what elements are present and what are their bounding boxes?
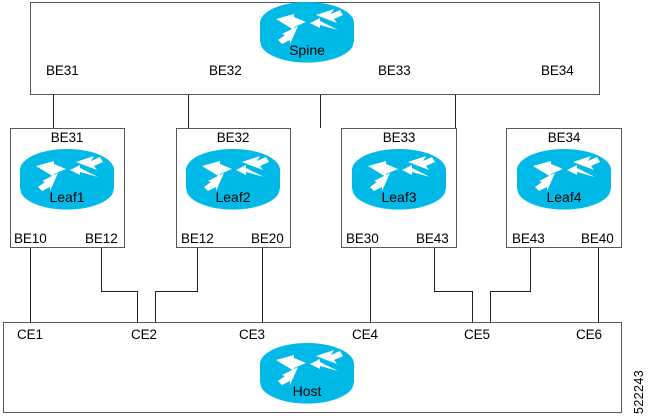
leaf3-label: Leaf3 bbox=[381, 189, 417, 205]
connector-be43-bus-right bbox=[490, 291, 531, 292]
leaf4-container-box bbox=[506, 128, 622, 248]
leaf2-downlink-label-be20: BE20 bbox=[251, 231, 284, 246]
leaf1-router-icon: Leaf1 bbox=[18, 148, 116, 211]
leaf1-downlink-label-be12: BE12 bbox=[85, 231, 118, 246]
leaf2-uplink-label: BE32 bbox=[216, 130, 250, 145]
host-port-label-ce2: CE2 bbox=[131, 327, 157, 342]
host-container-box bbox=[3, 322, 622, 413]
leaf1-uplink-label: BE31 bbox=[50, 130, 84, 145]
leaf4-downlink-label-be43: BE43 bbox=[512, 231, 545, 246]
leaf4-downlink-label-be40: BE40 bbox=[581, 231, 614, 246]
document-id: 522243 bbox=[632, 369, 646, 414]
spine-label: Spine bbox=[289, 42, 325, 58]
spine-router-icon: Spine bbox=[258, 1, 356, 64]
connector-spine-to-leaf4 bbox=[455, 95, 456, 128]
spine-port-label-be33: BE33 bbox=[378, 63, 411, 78]
host-port-label-ce1: CE1 bbox=[17, 327, 43, 342]
leaf4-uplink-label: BE34 bbox=[547, 130, 581, 145]
spine-port-label-be32: BE32 bbox=[209, 63, 242, 78]
connector-ce5-left-riser bbox=[472, 291, 473, 322]
leaf3-container-box bbox=[341, 128, 457, 248]
host-port-label-ce4: CE4 bbox=[352, 327, 378, 342]
leaf1-downlink-label-be10: BE10 bbox=[14, 231, 47, 246]
connector-spine-to-leaf1 bbox=[53, 95, 54, 128]
connector-be43-bus-left bbox=[434, 291, 472, 292]
leaf3-uplink-label: BE33 bbox=[382, 130, 416, 145]
connector-ce2-right-riser bbox=[155, 291, 156, 322]
connector-be12-bus-left bbox=[101, 291, 137, 292]
leaf4-label: Leaf4 bbox=[546, 189, 582, 205]
leaf2-downlink-label-be12: BE12 bbox=[181, 231, 214, 246]
host-label: Host bbox=[292, 383, 322, 399]
connector-ce2-left-riser bbox=[137, 291, 138, 322]
connector-be12-leaf2-drop bbox=[197, 248, 198, 291]
host-port-label-ce5: CE5 bbox=[464, 327, 490, 342]
host-router-icon: Host bbox=[258, 342, 356, 405]
leaf2-label: Leaf2 bbox=[215, 189, 251, 205]
connector-be43-leaf4-drop bbox=[530, 248, 531, 291]
connector-spine-to-leaf3 bbox=[320, 95, 321, 128]
leaf1-container-box bbox=[10, 128, 125, 248]
connector-be20-to-ce3 bbox=[262, 248, 263, 322]
leaf2-container-box bbox=[176, 128, 291, 248]
connector-be30-to-ce4 bbox=[370, 248, 371, 322]
connector-be40-to-ce6 bbox=[598, 248, 599, 322]
connector-be43-leaf3-drop bbox=[434, 248, 435, 291]
leaf3-router-icon: Leaf3 bbox=[350, 148, 448, 211]
leaf2-router-icon: Leaf2 bbox=[184, 148, 282, 211]
spine-port-label-be31: BE31 bbox=[46, 63, 79, 78]
leaf4-router-icon: Leaf4 bbox=[515, 148, 613, 211]
spine-port-label-be34: BE34 bbox=[541, 63, 574, 78]
host-port-label-ce6: CE6 bbox=[576, 327, 602, 342]
leaf3-downlink-label-be30: BE30 bbox=[346, 231, 379, 246]
connector-be12-bus-right bbox=[155, 291, 198, 292]
leaf1-label: Leaf1 bbox=[49, 189, 85, 205]
host-port-label-ce3: CE3 bbox=[239, 327, 265, 342]
connector-be10-to-ce1 bbox=[30, 248, 31, 322]
connector-be12-leaf1-drop bbox=[101, 248, 102, 291]
leaf3-downlink-label-be43: BE43 bbox=[416, 231, 449, 246]
connector-spine-to-leaf2 bbox=[188, 95, 189, 128]
connector-ce5-right-riser bbox=[490, 291, 491, 322]
